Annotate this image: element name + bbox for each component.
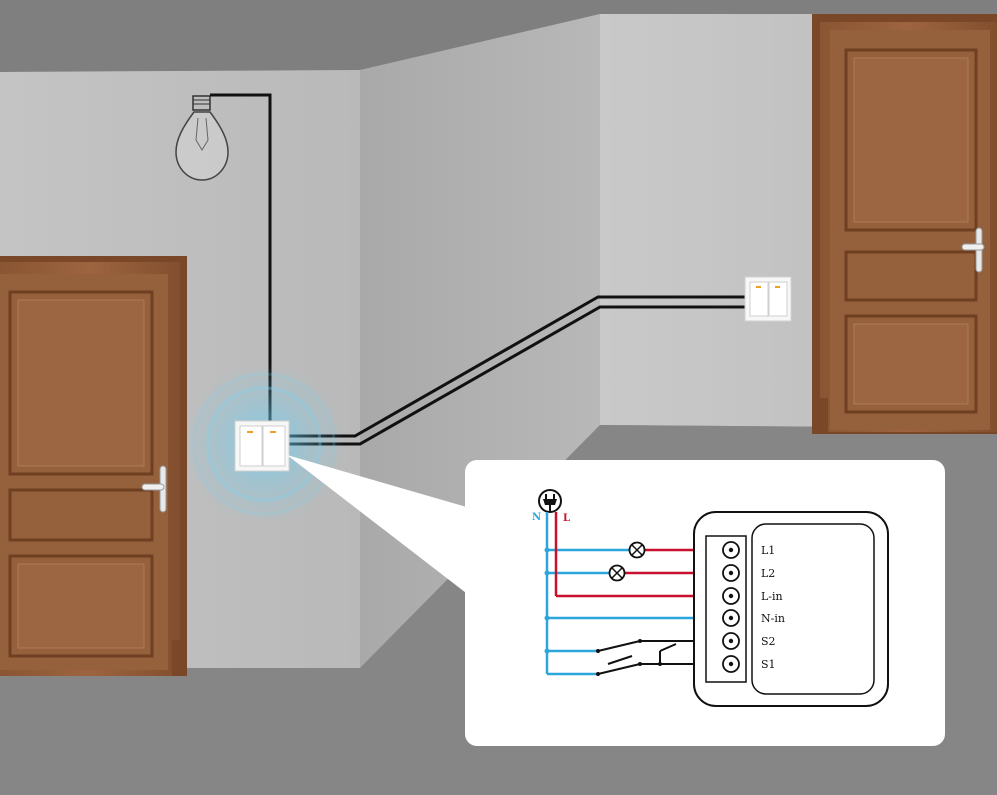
lamp-l1-icon xyxy=(628,541,646,559)
bulb-wire xyxy=(210,93,272,428)
neutral-label: N xyxy=(532,512,541,523)
smart-switch-module xyxy=(693,511,889,707)
callout-pointer xyxy=(287,455,470,596)
terminal-label-s1: S1 xyxy=(761,658,776,671)
lamp-l2-icon xyxy=(608,564,626,582)
wall-switch-remote xyxy=(744,276,792,322)
terminal-label-l2: L2 xyxy=(761,567,775,580)
neutral-wiring xyxy=(545,512,722,676)
wall-switch-main xyxy=(234,420,290,472)
terminal-label-s2: S2 xyxy=(761,635,776,648)
terminal-label-n-in: N-in xyxy=(761,612,785,625)
door-left xyxy=(0,256,187,676)
light-bulb-icon xyxy=(175,95,229,181)
terminal-label-l1: L1 xyxy=(761,544,775,557)
plug-icon xyxy=(538,489,562,513)
door-right xyxy=(812,14,997,434)
terminal-label-l-in: L-in xyxy=(761,590,783,603)
live-label: L xyxy=(563,513,570,524)
